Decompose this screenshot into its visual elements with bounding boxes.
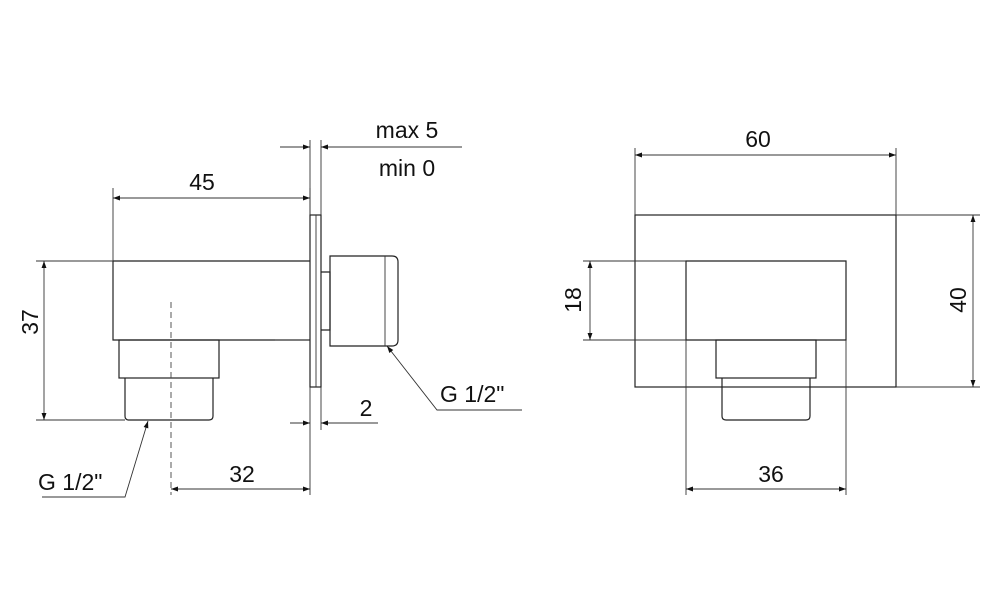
dim-40-label: 40 bbox=[945, 287, 971, 313]
dim-45-label: 45 bbox=[189, 169, 215, 195]
thread-inlet-leader bbox=[386, 345, 522, 411]
thread-outlet-label: G 1/2" bbox=[38, 469, 102, 495]
dim-18-label: 18 bbox=[560, 287, 586, 313]
side-body-outline bbox=[112, 260, 310, 341]
wall-plate bbox=[309, 214, 322, 388]
thread-outlet-leader bbox=[42, 420, 149, 498]
front-body bbox=[685, 260, 847, 341]
dim-37-label: 37 bbox=[17, 309, 43, 335]
inlet-neck bbox=[321, 271, 331, 331]
dim-min-label: min 0 bbox=[379, 155, 435, 181]
outlet-thread bbox=[124, 378, 214, 421]
front-collar bbox=[715, 339, 817, 379]
front-view: 60 40 18 36 bbox=[560, 126, 980, 495]
dim-32-label: 32 bbox=[229, 461, 255, 487]
outlet-collar bbox=[118, 339, 220, 379]
front-plate bbox=[634, 214, 897, 388]
dim-60-label: 60 bbox=[745, 126, 771, 152]
inlet-nut bbox=[329, 255, 399, 347]
front-thread bbox=[721, 378, 811, 421]
side-view: 45 37 max 5 min 0 32 2 G 1/2" G 1/2" bbox=[17, 117, 522, 498]
dim-36-label: 36 bbox=[758, 461, 784, 487]
thread-inlet-label: G 1/2" bbox=[440, 381, 504, 407]
dim-2-label: 2 bbox=[360, 395, 373, 421]
dim-max-label: max 5 bbox=[376, 117, 439, 143]
